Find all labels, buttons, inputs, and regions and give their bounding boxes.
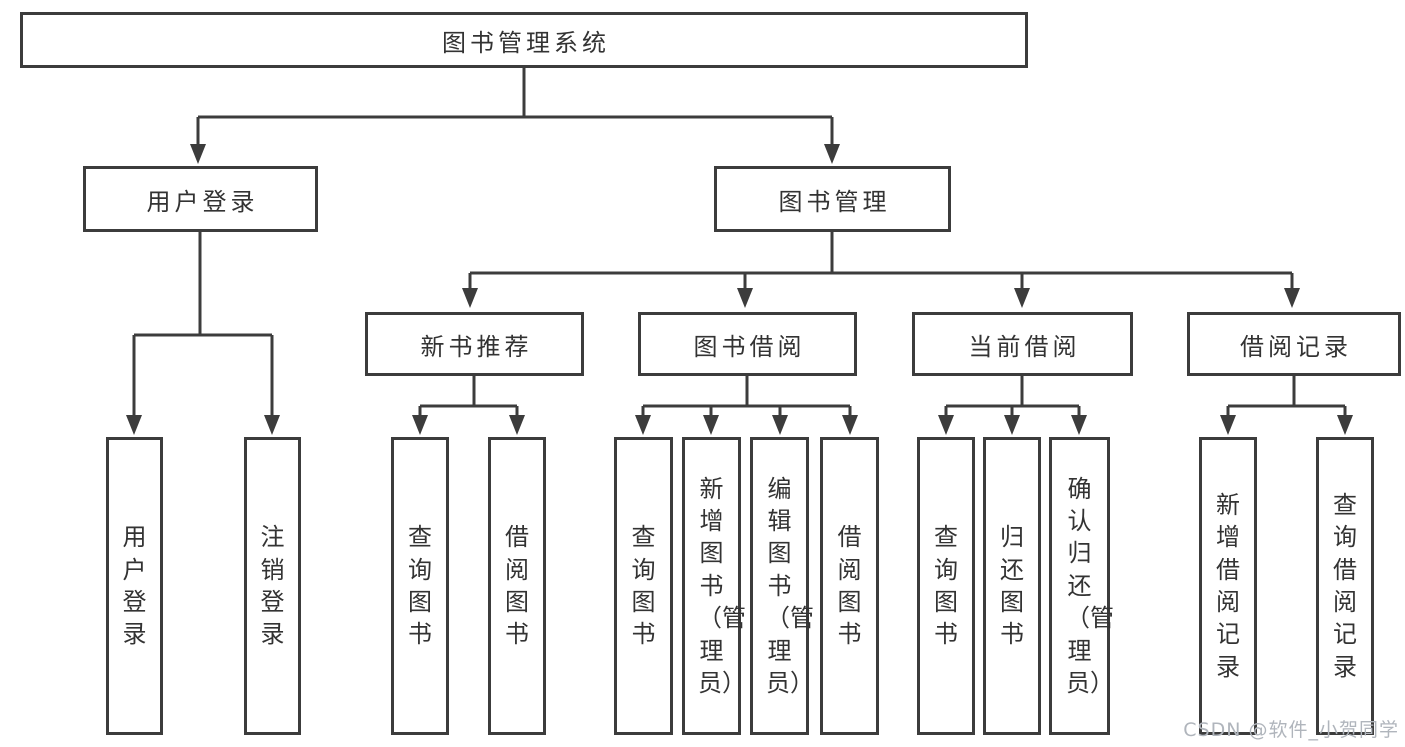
arrow-down-icon: [1071, 415, 1087, 435]
connector-book-borrow: [641, 376, 852, 418]
arrow-down-icon: [938, 415, 954, 435]
node-label: 查询图书: [408, 523, 432, 649]
leaf-confirm-return-admin: 确认归还（管理员）: [1049, 437, 1114, 735]
connector-borrow-records: [1226, 376, 1347, 418]
node-borrow-records: 借阅记录: [1187, 312, 1401, 376]
arrow-down-icon: [737, 288, 753, 308]
arrow-down-icon: [772, 415, 788, 435]
node-label: 新书推荐: [420, 332, 533, 361]
arrow-down-icon: [703, 415, 719, 435]
node-label: 查询图书: [934, 523, 958, 649]
node-book-borrow: 图书借阅: [638, 312, 857, 376]
node-label: 借阅图书: [505, 523, 529, 649]
arrow-down-icon: [1284, 288, 1300, 308]
node-label: 新增借阅记录: [1216, 490, 1240, 681]
connector-new-book: [418, 376, 519, 418]
arrow-down-icon: [126, 415, 142, 435]
leaf-edit-book-admin: 编辑图书（管理员）: [750, 437, 814, 735]
node-label: 查询借阅记录: [1333, 490, 1357, 681]
node-label: 归还图书: [1000, 523, 1024, 649]
node-current-borrow: 当前借阅: [912, 312, 1133, 376]
arrow-down-icon: [842, 415, 858, 435]
arrow-down-icon: [1337, 415, 1353, 435]
leaf-return-book: 归还图书: [983, 437, 1041, 735]
arrowheads: [126, 144, 1353, 435]
node-library-system: 图书管理系统: [20, 12, 1028, 68]
connector-current-borrow: [944, 376, 1081, 418]
arrow-down-icon: [462, 288, 478, 308]
leaf-query-book-recommend: 查询图书: [391, 437, 449, 735]
node-label: 编辑图书（管理员）: [766, 474, 814, 697]
arrow-down-icon: [1004, 415, 1020, 435]
node-label: 图书借阅: [693, 332, 806, 361]
node-label: 当前借阅: [968, 332, 1081, 361]
node-label: 用户登录: [146, 187, 259, 216]
arrow-down-icon: [509, 415, 525, 435]
connector-root: [196, 68, 834, 148]
node-new-book-recommend: 新书推荐: [365, 312, 584, 376]
node-label: 确认归还（管理员）: [1066, 474, 1114, 697]
leaf-logout: 注销登录: [244, 437, 301, 735]
leaf-query-borrow-record: 查询借阅记录: [1316, 437, 1374, 735]
node-label: 借阅记录: [1240, 332, 1352, 361]
node-label: 图书管理系统: [442, 28, 610, 57]
leaf-user-login: 用户登录: [106, 437, 163, 735]
arrow-down-icon: [412, 415, 428, 435]
node-user-login-group: 用户登录: [83, 166, 318, 232]
leaf-query-book-borrow: 查询图书: [614, 437, 673, 735]
arrow-down-icon: [264, 415, 280, 435]
leaf-add-book-admin: 新增图书（管理员）: [682, 437, 746, 735]
arrow-down-icon: [1014, 288, 1030, 308]
node-label: 用户登录: [122, 523, 147, 649]
node-label: 借阅图书: [837, 523, 862, 649]
node-label: 新增图书（管理员）: [698, 474, 746, 697]
leaf-borrow-book-recommend: 借阅图书: [488, 437, 546, 735]
node-label: 图书管理: [778, 187, 891, 216]
leaf-borrow-book: 借阅图书: [820, 437, 879, 735]
arrow-down-icon: [1220, 415, 1236, 435]
leaf-query-book-current: 查询图书: [917, 437, 975, 735]
node-book-management: 图书管理: [714, 166, 951, 232]
csdn-watermark: CSDN @软件_小贺同学: [1183, 719, 1399, 741]
node-label: 查询图书: [631, 523, 656, 649]
arrow-down-icon: [635, 415, 651, 435]
connector-book-management: [468, 232, 1294, 290]
connector-user-login: [132, 232, 274, 418]
arrow-down-icon: [824, 144, 840, 164]
node-label: 注销登录: [260, 523, 285, 649]
leaf-add-borrow-record: 新增借阅记录: [1199, 437, 1257, 735]
arrow-down-icon: [190, 144, 206, 164]
